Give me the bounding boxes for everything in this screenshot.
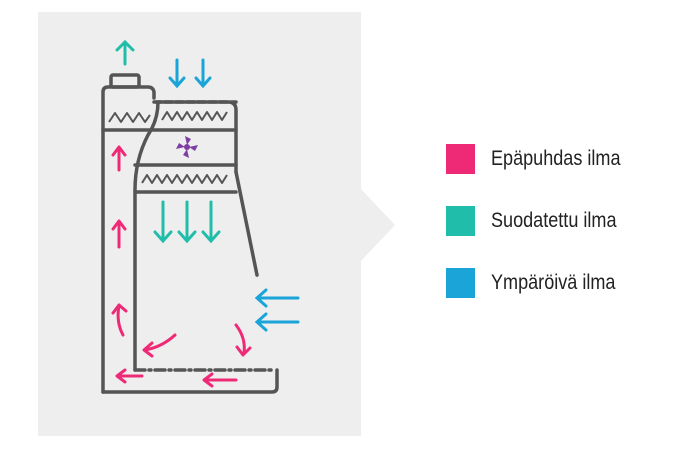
legend-item-filtered: Suodatettu ilma — [446, 206, 637, 236]
legend-item-ambient: Ympäröivä ilma — [446, 268, 636, 298]
cabinet-outline — [101, 73, 279, 394]
down-arrow-icon — [168, 58, 212, 89]
legend-item-contaminated: Epäpuhdas ilma — [446, 144, 642, 174]
up-arrow-icon — [115, 39, 135, 66]
legend-label: Epäpuhdas ilma — [491, 147, 621, 170]
panel-pointer — [361, 189, 395, 261]
inner-left-wall — [133, 100, 160, 372]
left-arrow-icon — [254, 288, 300, 332]
outer-bottom — [101, 368, 279, 394]
down-arrow-icon — [153, 200, 221, 244]
exhaust-cap — [109, 73, 141, 89]
fan-icon — [176, 136, 198, 158]
legend-label: Ympäröivä ilma — [491, 271, 616, 294]
sash — [234, 170, 259, 277]
legend-label: Suodatettu ilma — [491, 209, 617, 232]
contaminated-air-arrows — [111, 145, 252, 388]
legend-swatch — [446, 144, 475, 174]
legend-swatch — [446, 268, 475, 298]
legend-swatch — [446, 206, 475, 236]
filter-icon — [108, 111, 228, 184]
outer-left-wall — [101, 85, 156, 394]
